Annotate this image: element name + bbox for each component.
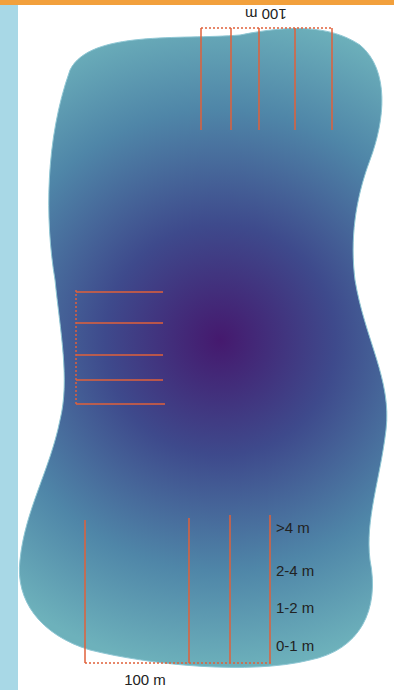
scale-label: 100 m	[124, 672, 166, 687]
side-strip	[0, 0, 18, 690]
transects-top	[201, 28, 333, 130]
lake-outline	[19, 28, 386, 667]
transects-left	[76, 290, 165, 406]
depth-label: >4 m	[276, 520, 310, 535]
scale-label: 100 m	[245, 7, 287, 22]
top-bar	[0, 0, 394, 5]
depth-label: 0-1 m	[276, 638, 314, 653]
transects-bottom	[85, 515, 271, 663]
depth-label: 1-2 m	[276, 600, 314, 615]
depth-label: 2-4 m	[276, 563, 314, 578]
